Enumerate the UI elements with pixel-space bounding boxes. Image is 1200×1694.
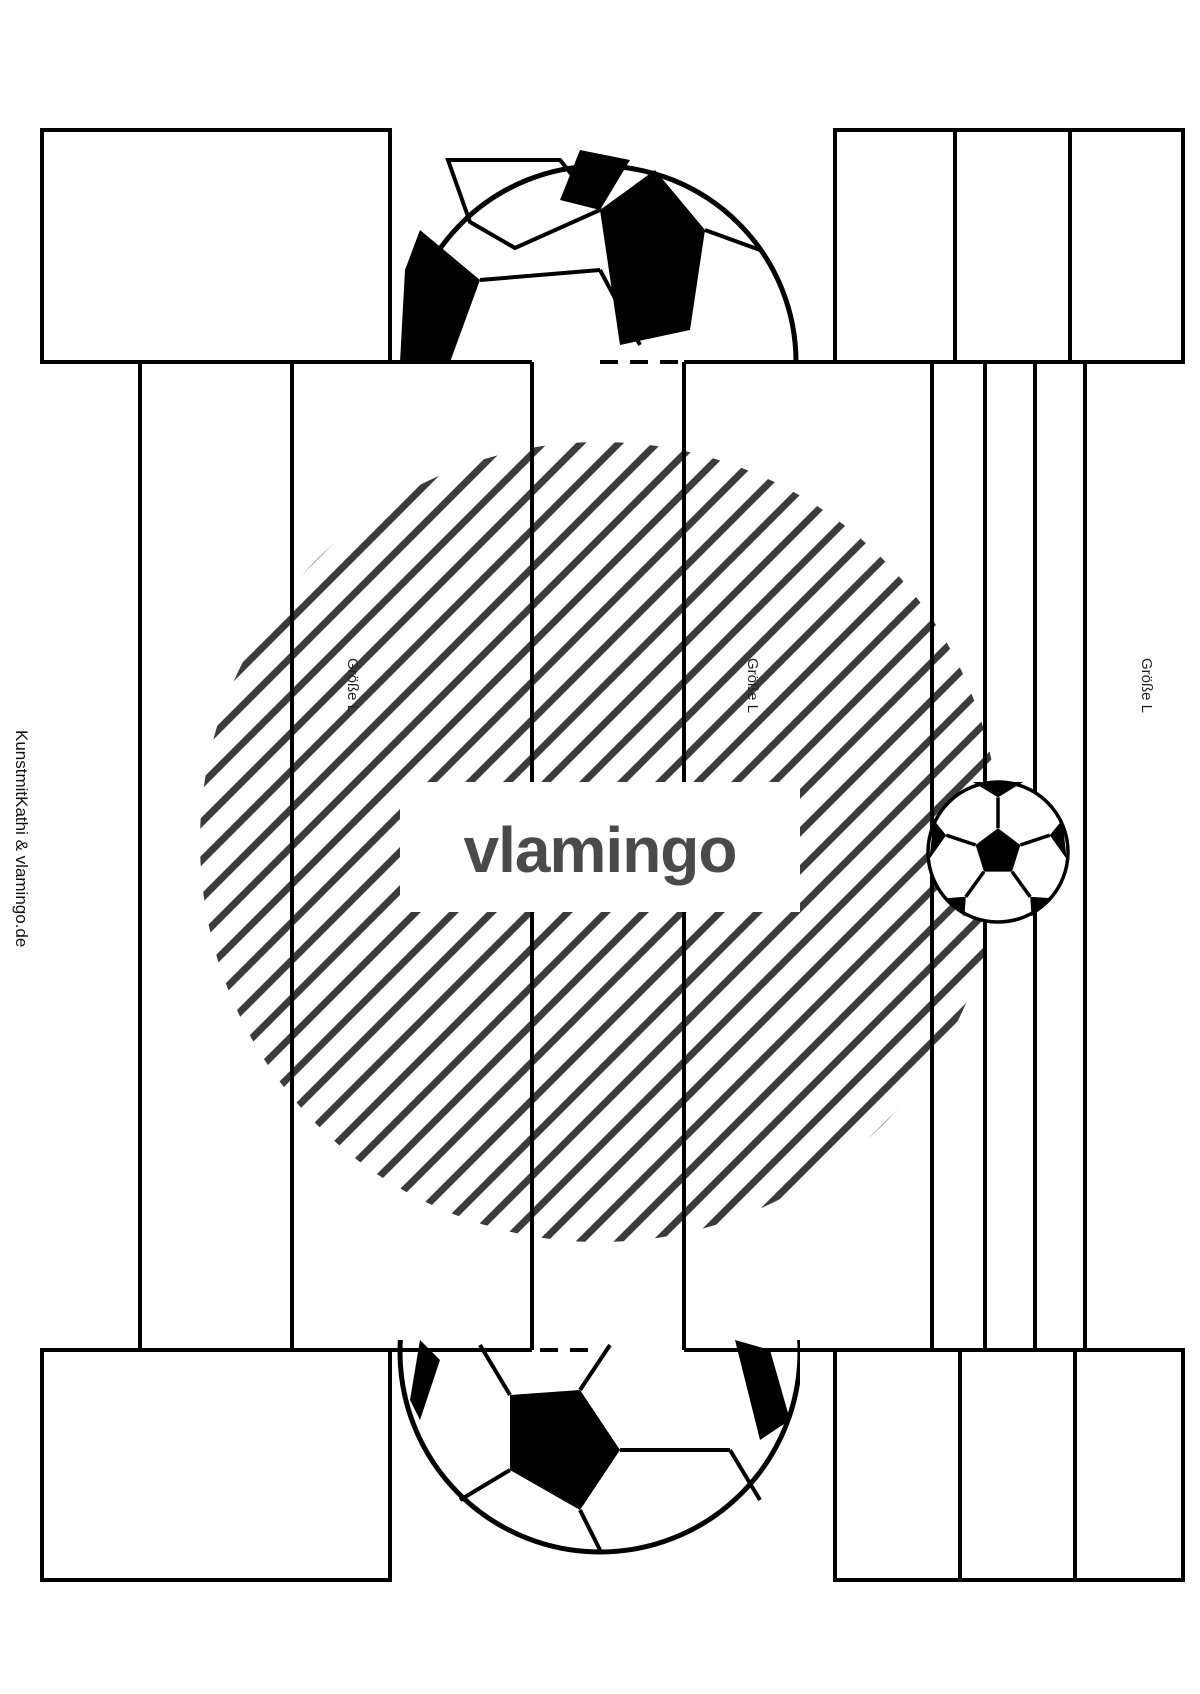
watermark-stripe xyxy=(200,442,685,1242)
watermark-stripe xyxy=(629,442,1000,1242)
watermark-stripe xyxy=(200,442,799,1242)
watermark-stripe xyxy=(591,442,1000,1242)
size-label: Größe L xyxy=(1138,658,1155,713)
credit-text: KunstmitKathi & vlamingo.de xyxy=(12,730,31,947)
size-label: Größe L xyxy=(744,658,761,713)
watermark-logo: vlamingo xyxy=(464,814,737,886)
watermark-stripe xyxy=(401,442,1000,1242)
watermark-stripe xyxy=(200,442,647,1242)
watermark-stripe xyxy=(200,442,837,1242)
football-icon xyxy=(926,780,1070,924)
watermark-stripe xyxy=(200,442,723,1242)
fold-lines xyxy=(150,360,1070,1352)
size-label: Größe L xyxy=(344,658,361,713)
watermark-stripe xyxy=(200,442,571,1242)
watermark-stripe xyxy=(553,442,1000,1242)
watermark-stripe xyxy=(325,442,1000,1242)
football-icon xyxy=(400,150,799,362)
watermark-stripe xyxy=(200,442,875,1242)
football-icon xyxy=(397,1340,800,1555)
watermark-stripe xyxy=(200,442,761,1242)
watermark-stripe xyxy=(200,442,609,1242)
logo-backdrop xyxy=(400,782,800,912)
